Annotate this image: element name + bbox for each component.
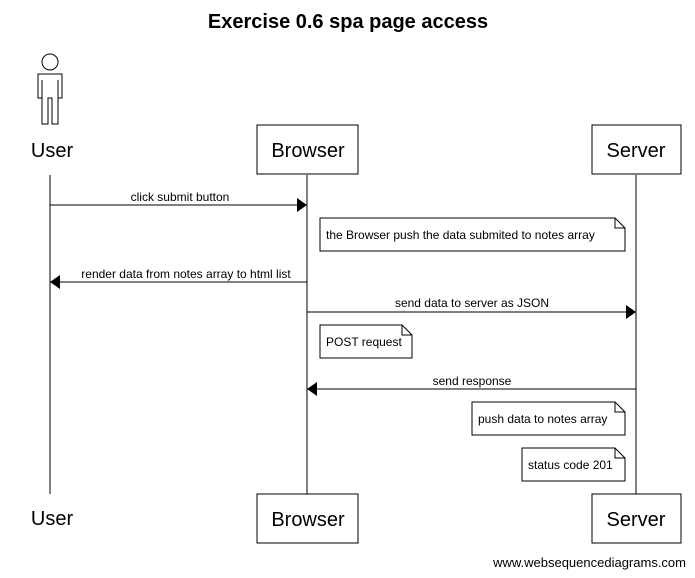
participant-user-top: User [31,140,74,162]
message-label: send response [433,374,512,388]
arrow-head [297,198,307,212]
diagram-title: Exercise 0.6 spa page access [208,11,488,33]
note-box [471,401,626,436]
note-fold [401,325,412,336]
arrow-head [307,382,317,396]
participant-server-bottom-box [591,493,682,544]
note-text: push data to notes array [478,412,607,426]
arrow-head [626,305,636,319]
message-label: click submit button [131,190,230,204]
note-text: the Browser push the data submited to no… [326,228,595,242]
participant-user-bottom: User [31,508,74,530]
message-label: render data from notes array to html lis… [81,267,291,281]
participant-browser-top-box [256,124,359,175]
participant-server-top: Server [607,140,666,162]
note-text: POST request [326,335,402,349]
person-icon [37,53,63,125]
participant-browser-bottom: Browser [271,509,345,531]
note-box [319,324,413,359]
arrow-head [50,275,60,289]
note-text: status code 201 [528,458,613,472]
participant-server-bottom: Server [607,509,666,531]
participant-server-top-box [591,124,682,175]
note-fold [614,448,625,459]
footer-watermark: www.websequencediagrams.com [492,555,686,570]
note-fold [614,402,625,413]
participant-browser-bottom-box [256,493,359,544]
note-fold [614,218,625,229]
note-box [521,447,626,482]
note-box [319,217,626,252]
participant-browser-top: Browser [271,140,345,162]
message-label: send data to server as JSON [395,296,549,310]
